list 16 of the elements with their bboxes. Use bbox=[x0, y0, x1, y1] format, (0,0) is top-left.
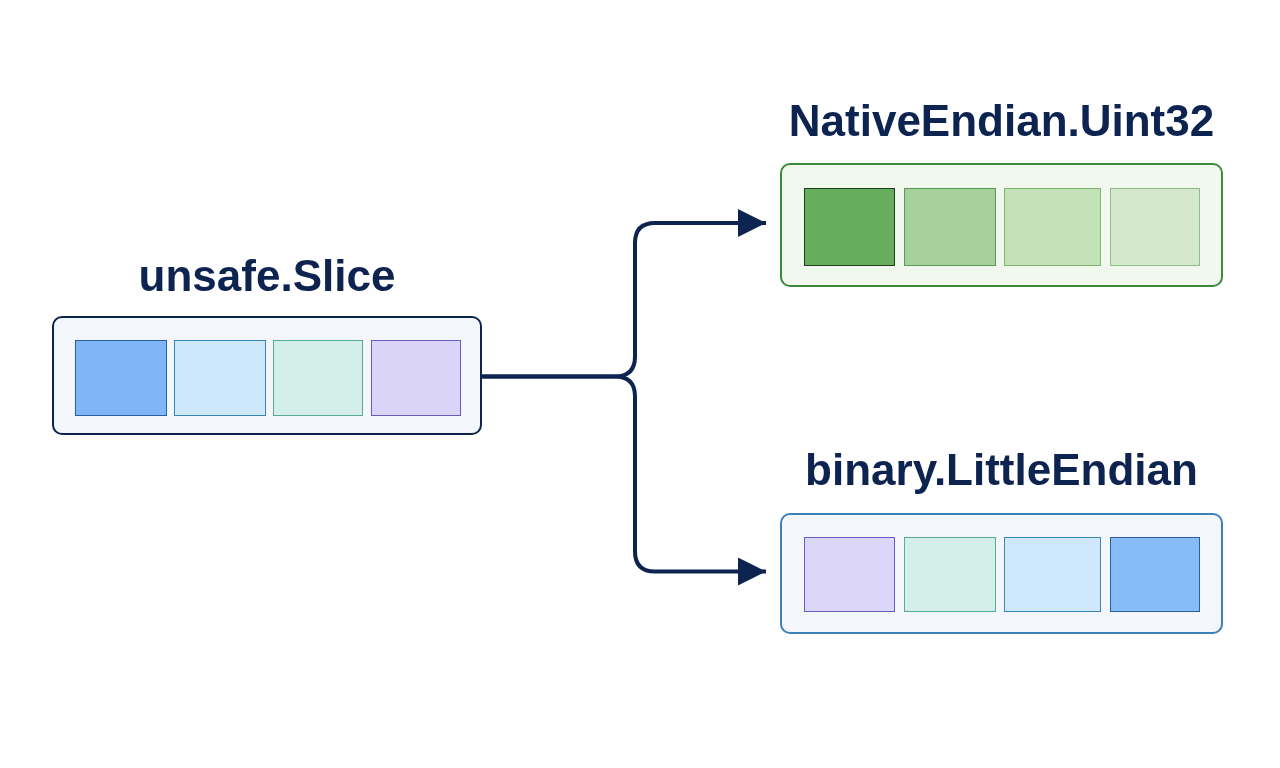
array-cell bbox=[804, 537, 895, 612]
array-title: NativeEndian.Uint32 bbox=[787, 95, 1216, 147]
array-cell bbox=[174, 340, 266, 416]
array-cell bbox=[804, 188, 895, 266]
array-cell bbox=[904, 537, 996, 612]
array-cell bbox=[1110, 537, 1200, 612]
array-cell bbox=[75, 340, 167, 416]
arrow bbox=[482, 374, 766, 586]
array-cell bbox=[904, 188, 996, 266]
array-cell bbox=[371, 340, 461, 416]
array-cell bbox=[1004, 188, 1101, 266]
array-cell bbox=[1110, 188, 1200, 266]
array-cell bbox=[1004, 537, 1101, 612]
array-title: unsafe.Slice bbox=[137, 250, 397, 302]
array-title: binary.LittleEndian bbox=[804, 444, 1199, 496]
array-cell bbox=[273, 340, 363, 416]
